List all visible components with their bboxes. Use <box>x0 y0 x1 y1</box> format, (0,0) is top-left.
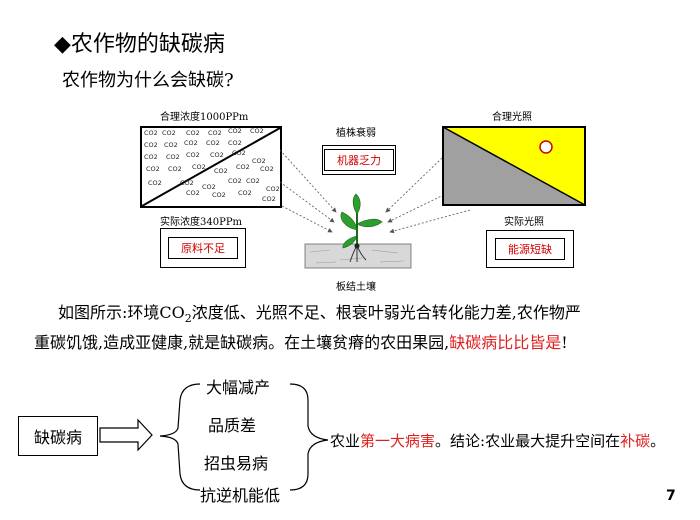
co2-molecule-label: CO2 <box>148 179 162 187</box>
energy-shortage-box: 能源短缺 <box>486 230 574 268</box>
middle-bottom-label: 板结土壤 <box>336 282 376 293</box>
co2-molecule-label: CO2 <box>208 129 222 137</box>
right-brace-icon <box>289 383 329 491</box>
left-brace-icon <box>159 383 201 491</box>
conclusion-highlight-1: 第一大病害 <box>360 432 436 450</box>
co2-molecule-label: CO2 <box>212 191 226 199</box>
co2-molecule-label: CO2 <box>144 141 158 149</box>
co2-molecule-label: CO2 <box>164 141 178 149</box>
co2-molecule-label: CO2 <box>144 129 158 137</box>
co2-molecule-label: CO2 <box>228 127 242 135</box>
line1-part-b: 浓度低、光照不足、根衰叶弱光合转化能力差,农作物严 <box>191 303 581 322</box>
dotted-arrows <box>279 149 471 234</box>
line2-part-a: 重碳饥饿,造成亚健康,就是缺碳病。在土壤贫瘠的农田果园, <box>34 333 450 352</box>
co2-molecule-label: CO2 <box>260 165 274 173</box>
co2-molecule-label: CO2 <box>228 139 242 147</box>
co2-molecule-label: CO2 <box>202 183 216 191</box>
co2-molecule-label: CO2 <box>166 153 180 161</box>
co2-molecule-label: CO2 <box>214 167 228 175</box>
explanation-line-1: 如图所示:环境CO2浓度低、光照不足、根衰叶弱光合转化能力差,农作物严 <box>58 298 700 334</box>
conclusion-text: 农业第一大病害。结论:农业最大提升空间在补碳。 <box>330 430 665 451</box>
co2-molecule-label: CO2 <box>180 179 194 187</box>
line1-part-a: 如图所示:环境CO <box>58 303 185 322</box>
arrows-and-plant <box>279 149 471 269</box>
raw-material-box: 原料不足 <box>160 228 246 268</box>
sun-icon <box>539 140 553 154</box>
effect-item-3: 招虫易病 <box>204 454 269 473</box>
co2-molecule-label: CO2 <box>186 151 200 159</box>
right-arrow-icon <box>99 418 153 452</box>
co2-molecule-label: CO2 <box>184 139 198 147</box>
co2-molecule-label: CO2 <box>232 149 246 157</box>
co2-molecule-label: CO2 <box>236 163 250 171</box>
machine-weak-box: 机器乏力 <box>322 145 396 175</box>
co2-molecule-label: CO2 <box>210 151 224 159</box>
co2-molecule-label: CO2 <box>252 157 266 165</box>
co2-molecule-label: CO2 <box>192 163 206 171</box>
conclusion-part-a: 农业 <box>330 432 361 450</box>
page-title: ◆农作物的缺碳病 <box>54 32 225 57</box>
page-number: 7 <box>666 488 676 504</box>
co2-molecule-label: CO2 <box>246 177 260 185</box>
co2-molecule-label: CO2 <box>266 185 280 193</box>
disease-label: 缺碳病 <box>33 428 82 447</box>
co2-molecule-label: CO2 <box>228 177 242 185</box>
disease-box: 缺碳病 <box>18 416 98 456</box>
effect-item-2: 品质差 <box>208 416 257 435</box>
conclusion-part-b: 。结论:农业最大提升空间在 <box>435 432 621 450</box>
conclusion-end: 。 <box>650 432 666 450</box>
co2-molecule-label: CO2 <box>168 165 182 173</box>
middle-top-label: 植株衰弱 <box>336 128 376 139</box>
co2-molecule-label: CO2 <box>262 195 276 203</box>
co2-molecule-label: CO2 <box>162 129 176 137</box>
co2-molecule-label: CO2 <box>206 139 220 147</box>
page-subtitle: 农作物为什么会缺碳? <box>62 70 234 91</box>
co2-molecule-label: CO2 <box>186 129 200 137</box>
co2-molecule-label: CO2 <box>186 189 200 197</box>
raw-material-text: 原料不足 <box>168 237 238 259</box>
co2-molecule-label: CO2 <box>146 165 160 173</box>
co2-molecule-label: CO2 <box>144 153 158 161</box>
explanation-line-2: 重碳饥饿,造成亚健康,就是缺碳病。在土壤贫瘠的农田果园,缺碳病比比皆是! <box>34 328 684 358</box>
right-bottom-label: 实际光照 <box>504 217 544 228</box>
co2-diagonal-divider <box>142 128 280 206</box>
flow-arrows-braces <box>99 383 329 491</box>
light-diagram <box>442 126 586 206</box>
left-bottom-label: 实际浓度340PPm <box>160 217 243 228</box>
line2-highlight: 缺碳病比比皆是 <box>449 333 562 352</box>
line1-subscript: 2 <box>184 312 192 326</box>
conclusion-highlight-2: 补碳 <box>620 432 651 450</box>
co2-molecule-label: CO2 <box>250 127 264 135</box>
effect-item-1: 大幅减产 <box>206 378 271 397</box>
line2-end: ! <box>561 333 568 352</box>
plant-icon <box>340 193 383 263</box>
machine-weak-text: 机器乏力 <box>324 149 394 171</box>
co2-molecule-label: CO2 <box>238 189 252 197</box>
left-top-label: 合理浓度1000PPm <box>160 112 249 123</box>
energy-shortage-text: 能源短缺 <box>495 238 565 260</box>
effect-item-4: 抗逆机能低 <box>200 486 281 505</box>
right-top-label: 合理光照 <box>492 112 532 123</box>
